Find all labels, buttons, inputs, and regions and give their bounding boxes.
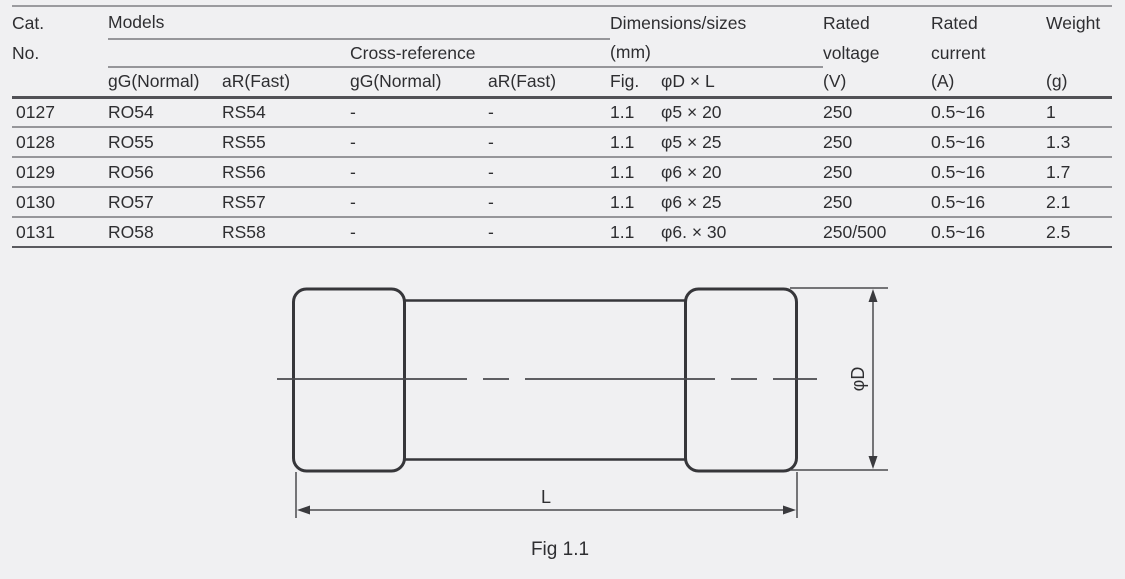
cell-voltage: 250/500 (823, 217, 932, 248)
cell-xref-gg: - (350, 127, 488, 158)
subheader-weight-unit: (g) (1046, 67, 1113, 99)
cell-model-ar: RS57 (222, 187, 350, 218)
cell-model-gg: RO55 (108, 127, 222, 158)
cell-model-ar: RS56 (222, 157, 350, 188)
cell-current: 0.5~16 (931, 127, 1047, 158)
cell-model-gg: RO57 (108, 187, 222, 218)
table-row: 0127 RO54 RS54 - - 1.1 φ5 × 20 250 0.5~1… (12, 97, 1113, 128)
len-label: L (541, 487, 551, 507)
header-row-3: gG(Normal) aR(Fast) gG(Normal) aR(Fast) … (12, 67, 1113, 99)
cell-dxl: φ5 × 25 (661, 127, 824, 158)
cell-xref-gg: - (350, 187, 488, 218)
cell-cat-no: 0129 (12, 157, 108, 188)
cell-xref-ar: - (488, 157, 611, 188)
header-models-spacer (108, 39, 350, 68)
header-row-2: No. Cross-reference (mm) voltage current (12, 39, 1112, 68)
table-header: Cat. Models Dimensions/sizes Rated Rated… (12, 6, 1113, 99)
cell-fig: 1.1 (610, 97, 662, 128)
header-cat-no: No. (12, 42, 40, 63)
cell-cat-no: 0130 (12, 187, 108, 218)
cell-voltage: 250 (823, 97, 932, 128)
len-arrow-right (783, 505, 796, 515)
cell-xref-ar: - (488, 127, 611, 158)
header-rated-current: Rated (931, 12, 978, 33)
table-row: 0130 RO57 RS57 - - 1.1 φ6 × 25 250 0.5~1… (12, 187, 1113, 218)
cell-model-ar: RS54 (222, 97, 350, 128)
cell-xref-gg: - (350, 157, 488, 188)
fuse-right-cap (684, 287, 798, 473)
cell-cat-no: 0131 (12, 217, 108, 248)
dia-arrow-up (868, 289, 878, 302)
fuse-technical-drawing: φD L Fig 1.1 (277, 287, 888, 560)
cell-weight: 1.3 (1046, 127, 1113, 158)
cell-model-gg: RO56 (108, 157, 222, 188)
cell-dxl: φ6 × 20 (661, 157, 824, 188)
header-rated-voltage: Rated (823, 12, 870, 33)
subheader-xref-gg: gG(Normal) (350, 67, 488, 99)
subheader-current-unit: (A) (931, 67, 1047, 99)
header-cat: Cat. (12, 12, 45, 33)
subheader-model-ar: aR(Fast) (222, 67, 350, 99)
cell-current: 0.5~16 (931, 97, 1047, 128)
cell-current: 0.5~16 (931, 217, 1047, 248)
header-cross-reference: Cross-reference (350, 39, 611, 68)
cell-weight: 1.7 (1046, 157, 1113, 188)
cell-dxl: φ5 × 20 (661, 97, 824, 128)
fuse-left-cap (292, 287, 406, 473)
header-weight-spacer (1046, 39, 1112, 67)
cell-xref-ar: - (488, 217, 611, 248)
cell-voltage: 250 (823, 157, 932, 188)
cell-model-gg: RO54 (108, 97, 222, 128)
subheader-dxl: φD × L (661, 67, 824, 99)
header-cat-spacer (12, 67, 108, 99)
cell-current: 0.5~16 (931, 157, 1047, 188)
cell-fig: 1.1 (610, 217, 662, 248)
table-row: 0129 RO56 RS56 - - 1.1 φ6 × 20 250 0.5~1… (12, 157, 1113, 188)
cell-xref-ar: - (488, 97, 611, 128)
table-body: 0127 RO54 RS54 - - 1.1 φ5 × 20 250 0.5~1… (12, 97, 1113, 248)
header-models: Models (108, 6, 611, 40)
figure-caption: Fig 1.1 (531, 539, 589, 560)
cell-cat-no: 0127 (12, 97, 108, 128)
cell-model-ar: RS55 (222, 127, 350, 158)
cell-model-gg: RO58 (108, 217, 222, 248)
len-arrow-left (297, 505, 310, 515)
cell-fig: 1.1 (610, 187, 662, 218)
cell-weight: 2.5 (1046, 217, 1113, 248)
subheader-model-gg: gG(Normal) (108, 67, 222, 99)
cell-xref-gg: - (350, 217, 488, 248)
cell-current: 0.5~16 (931, 187, 1047, 218)
cell-model-ar: RS58 (222, 217, 350, 248)
cell-dxl: φ6 × 25 (661, 187, 824, 218)
header-voltage-word: voltage (823, 42, 880, 63)
cell-voltage: 250 (823, 127, 932, 158)
fuse-spec-table: Cat. Models Dimensions/sizes Rated Rated… (12, 5, 1113, 248)
cell-dxl: φ6. × 30 (661, 217, 824, 248)
cell-xref-gg: - (350, 97, 488, 128)
dia-arrow-down (868, 456, 878, 469)
header-dimensions-unit: (mm) (610, 39, 824, 68)
cell-cat-no: 0128 (12, 127, 108, 158)
cell-xref-ar: - (488, 187, 611, 218)
cell-fig: 1.1 (610, 127, 662, 158)
subheader-xref-ar: aR(Fast) (488, 67, 611, 99)
subheader-fig: Fig. (610, 67, 662, 99)
table-row: 0128 RO55 RS55 - - 1.1 φ5 × 25 250 0.5~1… (12, 127, 1113, 158)
cell-voltage: 250 (823, 187, 932, 218)
header-dimensions: Dimensions/sizes (610, 12, 747, 33)
header-current-word: current (931, 42, 986, 63)
subheader-voltage-unit: (V) (823, 67, 932, 99)
header-row-1: Cat. Models Dimensions/sizes Rated Rated… (12, 6, 1112, 40)
cell-weight: 1 (1046, 97, 1113, 128)
header-weight: Weight (1046, 12, 1101, 33)
cell-fig: 1.1 (610, 157, 662, 188)
dia-label: φD (848, 367, 868, 392)
cell-weight: 2.1 (1046, 187, 1113, 218)
table-row: 0131 RO58 RS58 - - 1.1 φ6. × 30 250/500 … (12, 217, 1113, 248)
